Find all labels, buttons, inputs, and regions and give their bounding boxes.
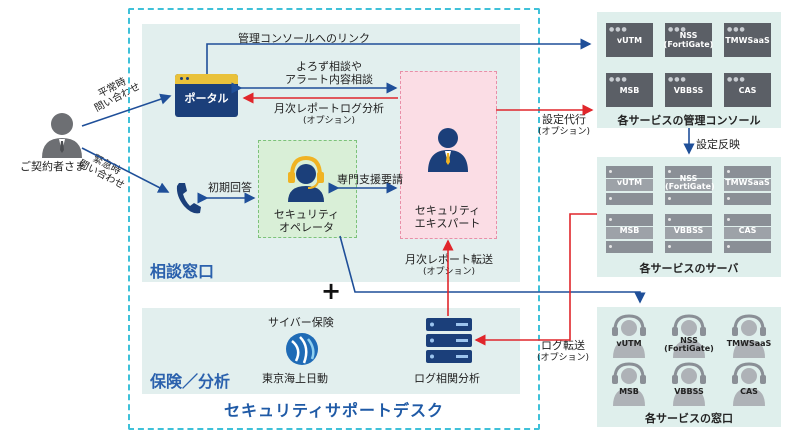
cyber-insurance-label: サイバー保険 — [268, 316, 334, 329]
general-consult-label: よろず相談やアラート内容相談 — [285, 60, 373, 86]
insurance-section-label: 保険／分析 — [150, 372, 231, 391]
server-vutm: vUTM — [606, 166, 653, 206]
console-tile-vbbss: ●●●VBBSS — [665, 73, 712, 107]
operator-label: セキュリティオペレータ — [273, 208, 340, 234]
plus-sign: + — [321, 277, 342, 305]
desk-nss: NSS (FortiGate) — [664, 312, 714, 358]
desk-tmwsaas: TMWSaaS — [724, 312, 774, 358]
desk-cas: CAS — [724, 360, 774, 406]
console-tile-tmwsaas: ●●●TMWSaaS — [724, 23, 771, 57]
expert-label: セキュリティエキスパート — [414, 204, 481, 230]
console-tile-cas: ●●●CAS — [724, 73, 771, 107]
settings-proxy-label: 設定代行(オプション) — [537, 113, 591, 138]
desk-vutm: vUTM — [604, 312, 654, 358]
console-tile-msb: ●●●MSB — [606, 73, 653, 107]
customer-person-icon — [42, 113, 82, 158]
initial-response-label: 初期回答 — [208, 181, 252, 194]
console-link-label: 管理コンソールへのリンク — [238, 32, 370, 45]
desk-msb: MSB — [604, 360, 654, 406]
expert-person-icon — [428, 128, 468, 172]
monthly-report-label: 月次レポートログ分析 (オプション) — [274, 102, 384, 126]
desk-caption: 各サービスの窓口 — [645, 412, 733, 425]
server-msb: MSB — [606, 214, 653, 254]
log-transfer-label: ログ転送(オプション) — [536, 339, 590, 364]
insurer-logo-icon — [286, 333, 318, 365]
console-tile-vutm: ●●●vUTM — [606, 23, 653, 57]
server-cas: CAS — [724, 214, 771, 254]
log-analysis-label: ログ相関分析 — [414, 372, 480, 385]
settings-apply-label: 設定反映 — [696, 138, 740, 151]
console-tile-nss: ●●●NSS (FortiGate) — [664, 23, 713, 57]
desk-vbbss: VBBSS — [664, 360, 714, 406]
server-caption: 各サービスのサーバ — [639, 262, 739, 275]
portal-label: ポータル — [184, 92, 229, 105]
server-vbbss: VBBSS — [665, 214, 712, 254]
server-nss: NSS (FortiGate) — [665, 166, 715, 206]
insurer-label: 東京海上日動 — [262, 372, 328, 385]
server-tmwsaas: TMWSaaS — [724, 166, 771, 206]
console-caption: 各サービスの管理コンソール — [617, 114, 761, 127]
monthly-transfer-label: 月次レポート転送 (オプション) — [405, 253, 493, 278]
desk-title: セキュリティサポートデスク — [223, 401, 445, 420]
log-analysis-server-icon — [426, 318, 472, 363]
phone-icon — [176, 183, 201, 214]
specialist-request-label: 専門支援要請 — [337, 173, 403, 186]
urgent-inquiry-label: 緊急時問い合わせ — [76, 153, 127, 192]
customer-label: ご契約者さま — [20, 160, 86, 173]
operator-headset-icon — [288, 155, 324, 202]
portal-window[interactable]: ポータル — [175, 74, 238, 117]
consultation-section-label: 相談窓口 — [150, 262, 215, 281]
